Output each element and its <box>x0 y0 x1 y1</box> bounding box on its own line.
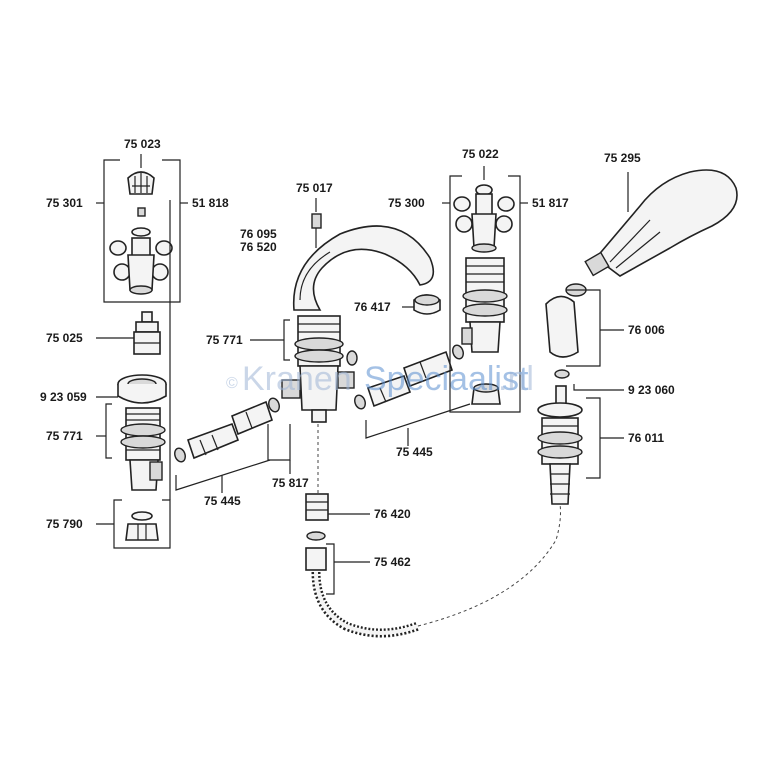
left-hose-75445 <box>174 397 280 463</box>
hose-guide-76006 <box>545 283 587 379</box>
left-valve-assembly <box>96 154 188 549</box>
center-threaded-body <box>281 315 355 423</box>
label-75790: 75 790 <box>46 517 83 531</box>
label-75301: 75 301 <box>46 196 83 210</box>
nut-75790 <box>125 511 159 541</box>
label-76417: 76 417 <box>354 300 391 314</box>
knob-cap-75023 <box>127 171 155 195</box>
bracket-76006 <box>566 289 601 367</box>
label-51817: 51 817 <box>532 196 569 210</box>
label-76006: 76 006 <box>628 323 665 337</box>
label-76420: 76 420 <box>374 507 411 521</box>
aerator-76417 <box>413 294 441 315</box>
svg-text:©: © <box>226 375 238 392</box>
label-75462: 75 462 <box>374 555 411 569</box>
label-75445-right: 75 445 <box>396 445 433 459</box>
screw <box>137 207 146 217</box>
leader-75445a <box>175 459 271 491</box>
flex-hose-75462 <box>305 547 420 638</box>
right-threaded-body <box>461 257 508 353</box>
washer <box>306 531 326 541</box>
label-75445-left: 75 445 <box>204 494 241 508</box>
spout-body <box>292 225 435 311</box>
label-75295: 75 295 <box>604 151 641 165</box>
label-51818: 51 818 <box>192 196 229 210</box>
label-75023: 75 023 <box>124 137 161 151</box>
svg-text:.nl: .nl <box>498 360 534 398</box>
label-75300: 75 300 <box>388 196 425 210</box>
cross-handle-left <box>109 227 173 295</box>
cross-handle-right <box>453 184 515 253</box>
cartridge-75025 <box>133 311 161 355</box>
flange-923059 <box>117 374 167 404</box>
svg-text:Speciaalist: Speciaalist <box>364 360 529 398</box>
label-75017: 75 017 <box>296 181 333 195</box>
left-handle-bracket <box>103 159 181 303</box>
label-923060: 9 23 060 <box>628 383 675 397</box>
dashed-hose-path <box>417 503 561 627</box>
svg-text:Kranen: Kranen <box>242 360 352 398</box>
label-76011: 76 011 <box>628 431 664 445</box>
right-valve-assembly <box>442 166 528 413</box>
spout-assembly <box>250 198 441 474</box>
nut-bracket <box>113 499 171 549</box>
label-76095: 76 095 <box>240 227 277 241</box>
label-75771-left: 75 771 <box>46 429 83 443</box>
label-923059: 9 23 059 <box>40 390 87 404</box>
threaded-body-left <box>120 407 166 491</box>
vent-76095 <box>311 213 322 229</box>
watermark: © Kranen Speciaalist .nl <box>226 360 534 398</box>
coupling-76420 <box>305 493 329 521</box>
hand-shower-75295 <box>584 169 738 277</box>
label-75771-center: 75 771 <box>206 333 243 347</box>
label-75025: 75 025 <box>46 331 83 345</box>
right-hose-75445 <box>354 344 464 410</box>
label-75022: 75 022 <box>462 147 499 161</box>
right-nut <box>471 383 501 405</box>
leader-75445b <box>365 403 471 439</box>
shower-base-76011 <box>537 385 583 505</box>
label-76520: 76 520 <box>240 240 277 254</box>
label-75817: 75 817 <box>272 476 309 490</box>
part-labels: 75 023 75 301 51 818 75 025 9 23 059 75 … <box>40 137 675 569</box>
